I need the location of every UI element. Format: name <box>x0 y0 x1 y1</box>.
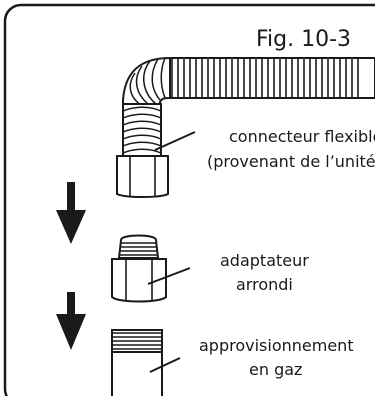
supply-label-line2: en gaz <box>249 360 302 379</box>
adapter-leader <box>147 267 191 285</box>
flex-hose-horizontal <box>169 57 375 99</box>
flex-connector-nut <box>116 155 169 198</box>
round-adapter <box>111 234 167 303</box>
flex-hose-ribs <box>171 58 359 98</box>
adapter-label-line2: arrondi <box>236 275 293 294</box>
supply-leader <box>149 357 181 373</box>
flex-hose-vertical-ribs <box>122 106 162 154</box>
supply-label-line1: approvisionnement <box>199 336 354 355</box>
down-arrow-icon <box>56 182 86 244</box>
gas-supply-pipe <box>111 329 163 396</box>
flex-connector-label-line2: (provenant de l’unité) <box>207 152 375 171</box>
figure-frame <box>3 3 375 396</box>
figure-title: Fig. 10-3 <box>256 27 351 52</box>
adapter-label-line1: adaptateur <box>220 251 309 270</box>
flexible-connector <box>116 56 375 198</box>
flex-hose-elbow-ribs <box>129 57 166 109</box>
down-arrow-icon <box>56 292 86 350</box>
flex-connector-label-line1: connecteur flexible <box>229 127 375 146</box>
flex-connector-leader <box>154 131 196 151</box>
